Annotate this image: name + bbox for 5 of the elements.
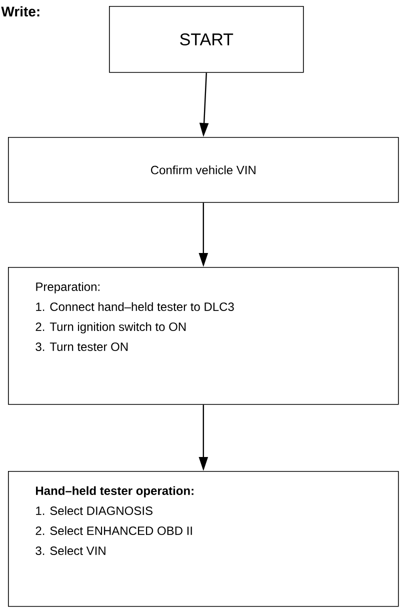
process-box: Hand–held tester operation: 1. Select DIAGNOSIS 2. Select ENHANCED OBD II 3. Select VIN xyxy=(8,471,399,607)
process-box: Preparation: 1. Connect hand–held tester to DLC3 2. Turn ignition switch to ON 3. Turn tester ON xyxy=(8,267,399,405)
heading-label: Write: xyxy=(1,6,40,16)
process-box: Confirm vehicle VIN xyxy=(8,137,399,203)
start-box: START xyxy=(109,6,304,73)
